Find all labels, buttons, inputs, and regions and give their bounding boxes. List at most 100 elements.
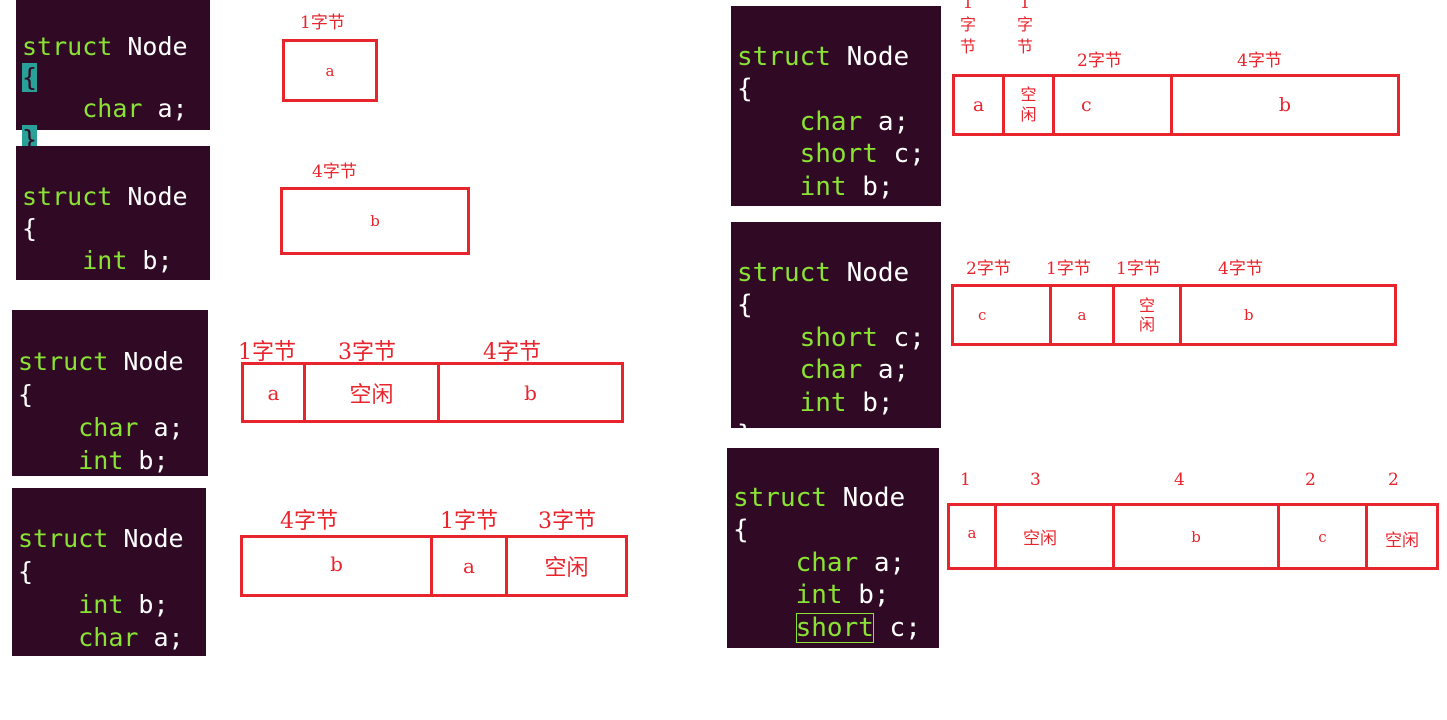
semicolon: ; xyxy=(37,278,53,307)
memory-cell: a xyxy=(244,365,306,420)
field-name: b; xyxy=(123,590,169,619)
memory-layout-box: c a 空 闲 b xyxy=(951,284,1397,346)
type-keyword: short xyxy=(799,322,878,353)
field-name: b; xyxy=(123,446,169,475)
byte-size-label: 1字节 xyxy=(1046,259,1091,279)
field-name: a; xyxy=(138,623,184,652)
memory-layout-box: a 空闲 b c 空闲 xyxy=(947,503,1439,570)
byte-size-label: 4 xyxy=(1174,470,1185,490)
struct-name: Node xyxy=(830,257,910,288)
type-keyword: char xyxy=(799,355,863,385)
close-brace: } xyxy=(18,656,34,685)
code-block-char-int-short: struct Node { char a; int b; short c;}; xyxy=(727,448,939,675)
semicolon: ; xyxy=(752,420,769,450)
type-keyword: char xyxy=(78,413,139,442)
struct-keyword: struct xyxy=(22,32,113,61)
open-brace: { xyxy=(737,290,753,320)
type-keyword: int xyxy=(78,446,124,475)
field-name-a: a; xyxy=(862,355,910,385)
memory-cell: a xyxy=(433,538,508,594)
byte-size-label: 4字节 xyxy=(483,340,541,365)
close-brace: } xyxy=(737,420,753,450)
byte-size-label: 4字节 xyxy=(1218,259,1263,279)
semicolon: ; xyxy=(748,645,765,675)
memory-layout-box: b a 空闲 xyxy=(240,535,628,597)
struct-keyword: struct xyxy=(18,524,109,553)
memory-cell: c xyxy=(1280,506,1368,567)
byte-size-label: 4字节 xyxy=(1237,51,1282,71)
type-keyword: int xyxy=(799,387,847,418)
memory-cell: a xyxy=(1052,287,1115,343)
memory-cell: a xyxy=(950,506,997,567)
code-block-char: struct Node{ char a;}; xyxy=(16,0,210,154)
struct-name: Node xyxy=(108,347,184,376)
type-keyword: int xyxy=(795,580,843,610)
struct-keyword: struct xyxy=(737,41,831,72)
byte-size-label: 1 xyxy=(960,470,971,490)
type-keyword: int xyxy=(78,590,124,619)
code-block-short-char-int: struct Node { short c; char a; int b;}; xyxy=(731,222,941,450)
byte-size-label: 1 字 节 xyxy=(1017,0,1034,56)
memory-cell: c xyxy=(1055,77,1173,133)
memory-cell: b xyxy=(1278,94,1292,116)
struct-keyword: struct xyxy=(737,257,831,288)
byte-size-label: 3 xyxy=(1030,470,1041,490)
type-keyword: short xyxy=(795,612,874,643)
field-name: c; xyxy=(877,139,925,169)
semicolon: ; xyxy=(33,656,49,685)
field-name: b; xyxy=(127,246,173,275)
field-name: a; xyxy=(858,547,906,578)
byte-size-label: 2字节 xyxy=(1077,51,1122,71)
memory-cell: b xyxy=(1115,506,1280,567)
struct-name: Node xyxy=(830,41,910,72)
byte-size-label: 4字节 xyxy=(280,509,338,534)
memory-layout-box: a 空 闲 c b xyxy=(952,74,1400,136)
struct-name: Node xyxy=(826,482,906,513)
byte-size-label: 3字节 xyxy=(538,509,596,534)
type-keyword: char xyxy=(82,94,143,123)
memory-cell: a xyxy=(955,77,1005,133)
field-name: b; xyxy=(842,580,890,610)
byte-size-label: 1字节 xyxy=(238,340,296,365)
type-keyword: char xyxy=(795,547,859,578)
memory-cell-padding: 空闲 xyxy=(544,556,589,581)
open-brace: { xyxy=(22,214,38,243)
type-keyword: short xyxy=(799,139,878,169)
open-brace: { xyxy=(733,515,749,545)
memory-cell-padding: 空 闲 xyxy=(1005,77,1055,133)
field-name: b; xyxy=(846,171,894,202)
byte-size-label: 1字节 xyxy=(300,13,345,33)
open-brace: { xyxy=(737,74,753,104)
memory-layout-box: a xyxy=(282,39,378,102)
struct-keyword: struct xyxy=(22,182,113,211)
type-keyword: char xyxy=(799,106,863,137)
field-name: b; xyxy=(846,387,894,418)
struct-keyword: struct xyxy=(733,482,827,513)
memory-cell: a xyxy=(325,61,335,80)
code-block-int-char: struct Node{ int b; char a;}; xyxy=(12,488,206,685)
byte-size-label: 1 字 节 xyxy=(960,0,977,56)
byte-size-label: 3字节 xyxy=(338,340,396,365)
byte-size-label: 2字节 xyxy=(966,259,1011,279)
field-name: c; xyxy=(877,322,925,353)
field-name: a; xyxy=(138,413,184,442)
struct-name: Node xyxy=(108,524,184,553)
byte-size-label: 1字节 xyxy=(1116,259,1161,279)
type-keyword: int xyxy=(82,246,128,275)
memory-cell-padding: 空闲 xyxy=(306,365,440,420)
memory-cell: b xyxy=(243,538,433,594)
code-block-char-short-int: struct Node{ char a; short c; int b;}; xyxy=(731,6,941,234)
code-block-char-int: struct Node{ char a; int b;}; xyxy=(12,310,208,508)
field-name: c; xyxy=(873,612,921,643)
code-block-int: struct Node{ int b;}; xyxy=(16,146,210,307)
memory-cell-padding: 空 闲 xyxy=(1115,287,1182,343)
byte-size-label: 2 xyxy=(1305,470,1316,490)
open-brace: { xyxy=(18,557,34,586)
close-brace: } xyxy=(733,645,749,675)
memory-cell: b xyxy=(370,212,380,230)
struct-keyword: struct xyxy=(18,347,109,376)
type-keyword: int xyxy=(799,171,847,202)
open-brace: { xyxy=(22,63,38,92)
memory-cell: b xyxy=(1244,306,1254,324)
close-brace: } xyxy=(22,278,38,307)
